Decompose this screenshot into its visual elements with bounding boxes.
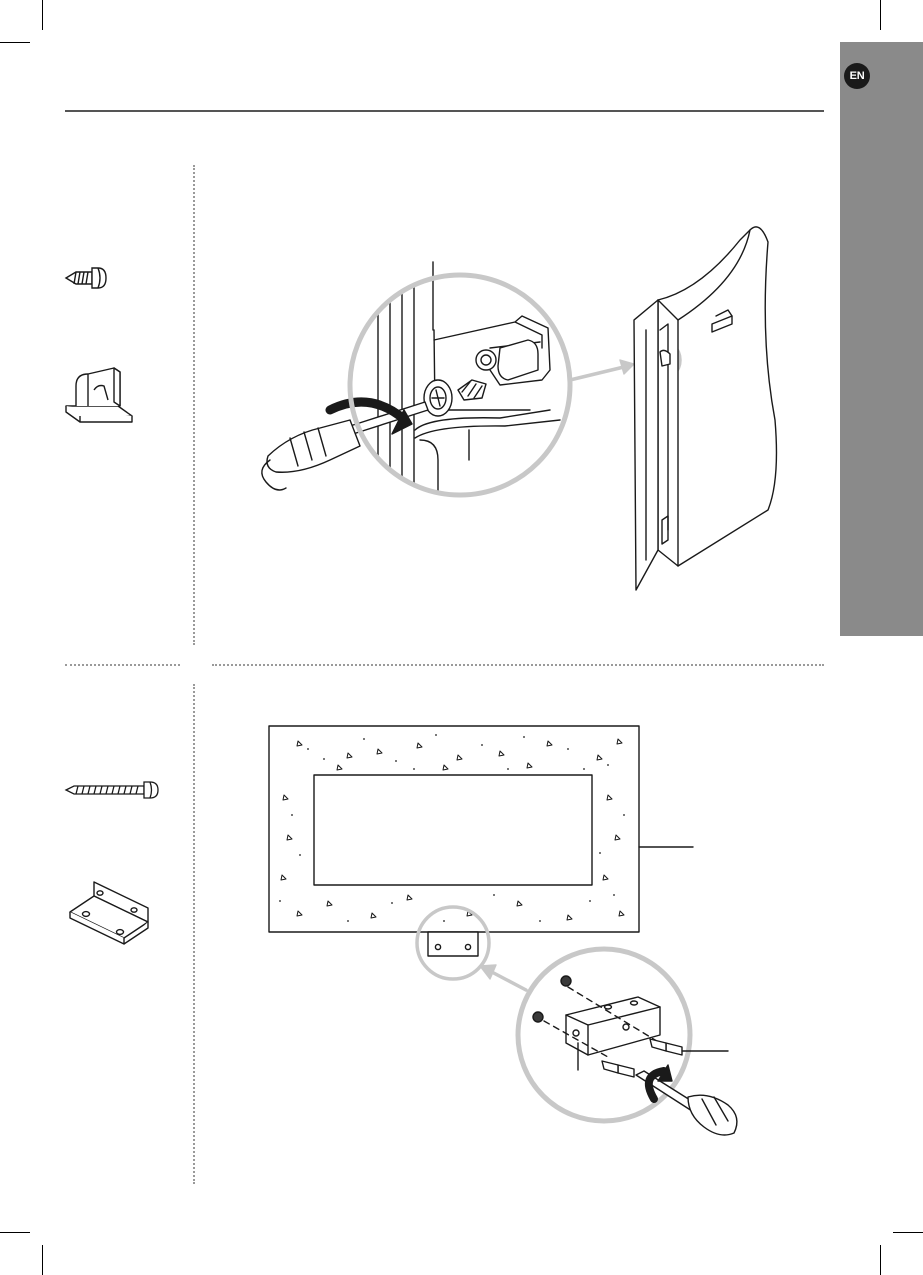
screwdriver-fixing-clip-to-fireplace-illustration <box>260 220 800 600</box>
step-divider-left <box>65 664 180 666</box>
screw-icon <box>62 262 112 294</box>
l-bracket-icon <box>66 878 156 948</box>
fixing-bracket-to-wall-recess-illustration <box>268 725 748 1145</box>
mounting-clip-icon <box>62 360 142 430</box>
crop-mark-bottom-right-v <box>880 1245 881 1275</box>
crop-mark-bottom-right-h <box>893 1232 923 1233</box>
crop-mark-top-left-h <box>0 42 30 43</box>
step1-column-divider <box>193 165 195 645</box>
header-rule <box>65 110 824 112</box>
step-divider-right <box>212 664 824 666</box>
crop-mark-bottom-left-v <box>42 1245 43 1275</box>
crop-mark-top-left-v <box>42 0 43 30</box>
crop-mark-top-right-v <box>880 0 881 30</box>
crop-mark-bottom-left-h <box>0 1232 30 1233</box>
language-badge: EN <box>844 63 870 89</box>
side-tab <box>840 42 923 636</box>
long-screw-icon <box>62 776 162 804</box>
step2-column-divider <box>193 684 195 1184</box>
